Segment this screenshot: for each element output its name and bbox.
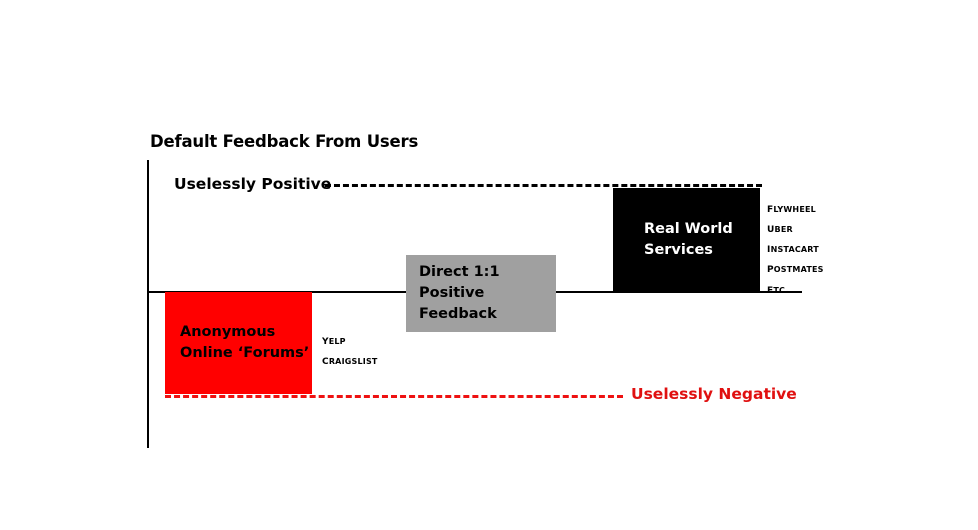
positive-threshold-dashed-line <box>325 184 762 187</box>
brand-list-real-world-services: Flywheel Uber Instacart Postmates Etc. <box>767 199 824 300</box>
brand-item-flywheel: Flywheel <box>767 201 816 216</box>
block-label-anonymous-online-forums: Anonymous Online ‘Forums’ <box>180 323 310 361</box>
brand-item-uber: Uber <box>767 221 793 237</box>
y-axis-line <box>147 160 149 448</box>
brand-item-postmates: Postmates <box>767 261 824 277</box>
brand-item-etc: Etc. <box>767 281 790 297</box>
axis-label-uselessly-negative: Uselessly Negative <box>631 385 797 403</box>
block-direct-positive-feedback[interactable]: Direct 1:1 Positive Feedback <box>406 255 556 332</box>
brand-item-yelp: Yelp <box>322 333 346 348</box>
negative-threshold-dashed-line <box>165 395 623 398</box>
block-label-direct-positive-feedback: Direct 1:1 Positive Feedback <box>419 263 500 322</box>
block-real-world-services[interactable]: Real World Services <box>613 188 760 292</box>
brand-item-craigslist: Craigslist <box>322 353 378 369</box>
axis-label-uselessly-positive: Uselessly Positive <box>174 175 332 193</box>
page-title: Default Feedback From Users <box>150 132 419 151</box>
block-anonymous-online-forums[interactable]: Anonymous Online ‘Forums’ <box>165 292 312 394</box>
brand-item-instacart: Instacart <box>767 241 819 257</box>
block-label-real-world-services: Real World Services <box>644 220 733 258</box>
brand-list-anonymous-online-forums: Yelp Craigslist <box>322 331 378 371</box>
